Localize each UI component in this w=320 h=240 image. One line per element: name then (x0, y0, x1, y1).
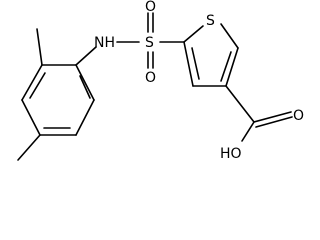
carbonyl-double-bond-b (255, 116, 293, 128)
ortho-methyl-bond (36, 28, 43, 66)
sulfonyl-oxygen-top-label: O (145, 0, 156, 15)
chemical-structure-diagram: NH S O O S O HO (17, 0, 304, 162)
ring-to-nh-bond (75, 46, 97, 66)
nh-label: NH (94, 35, 115, 51)
thiophene-ring (183, 23, 239, 87)
thiophene-to-carboxyl-bond (225, 85, 255, 123)
thiophene-sulfur-label: S (206, 13, 215, 29)
sulfonyl-oxygen-bottom-label: O (145, 70, 156, 86)
carbonyl-oxygen-label: O (293, 108, 304, 124)
dimethylphenyl-ring (21, 64, 95, 136)
carboxyl-to-hydroxyl-bond (241, 121, 255, 142)
hydroxyl-label: HO (220, 146, 242, 162)
carbonyl-double-bond-a (253, 111, 292, 123)
sulfonyl-sulfur-label: S (145, 35, 154, 51)
para-methyl-bond (17, 134, 41, 161)
